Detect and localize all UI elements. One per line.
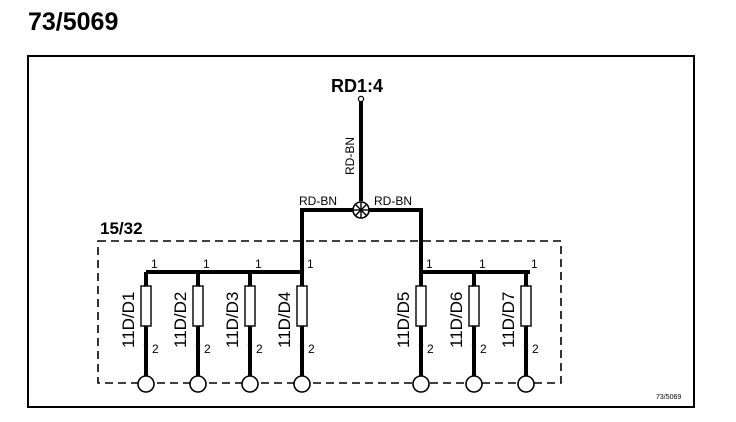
pin-bottom-label-5: 2 bbox=[427, 342, 434, 356]
left-wire-label: RD-BN bbox=[299, 194, 337, 208]
component-dot-7 bbox=[523, 342, 529, 348]
component-body-5 bbox=[415, 285, 427, 327]
terminal-icon-5 bbox=[412, 375, 430, 393]
trunk-wire-label: RD-BN bbox=[343, 137, 357, 175]
component-label-1: 11D/D1 bbox=[119, 292, 138, 348]
component-body-2 bbox=[192, 285, 204, 327]
component-body-1 bbox=[140, 285, 152, 327]
node-terminal bbox=[357, 95, 365, 103]
component-label-6: 11D/D6 bbox=[447, 292, 466, 348]
component-label-4: 11D/D4 bbox=[275, 292, 294, 348]
node-label: RD1:4 bbox=[331, 76, 383, 96]
group-label: 15/32 bbox=[100, 219, 143, 238]
terminal-icon-6 bbox=[465, 375, 483, 393]
pin-top-label-5: 1 bbox=[426, 257, 433, 271]
component-label-5: 11D/D5 bbox=[394, 292, 413, 348]
pin-top-label-7: 1 bbox=[531, 257, 538, 271]
page-title: 73/5069 bbox=[28, 8, 118, 36]
terminal-icon-4 bbox=[293, 375, 311, 393]
component-body-7 bbox=[520, 285, 532, 327]
component-dot-3 bbox=[247, 342, 253, 348]
right-branch-wire bbox=[369, 208, 423, 272]
component-dot-4 bbox=[299, 342, 305, 348]
component-dot-5 bbox=[418, 342, 424, 348]
pin-bottom-label-2: 2 bbox=[204, 342, 211, 356]
component-body-3 bbox=[244, 285, 256, 327]
group-box bbox=[97, 240, 562, 384]
pin-bottom-label-7: 2 bbox=[532, 342, 539, 356]
pin-bottom-label-6: 2 bbox=[480, 342, 487, 356]
reference-label: 73/5069 bbox=[656, 394, 681, 401]
pin-top-label-1: 1 bbox=[151, 257, 158, 271]
terminal-icon-1 bbox=[137, 375, 155, 393]
component-dot-2 bbox=[195, 342, 201, 348]
pin-bottom-label-1: 2 bbox=[152, 342, 159, 356]
pin-top-label-6: 1 bbox=[479, 257, 486, 271]
terminal-icon-3 bbox=[241, 375, 259, 393]
pin-top-label-3: 1 bbox=[255, 257, 262, 271]
component-label-3: 11D/D3 bbox=[223, 292, 242, 348]
component-dot-6 bbox=[471, 342, 477, 348]
component-body-4 bbox=[296, 285, 308, 327]
pin-top-label-2: 1 bbox=[203, 257, 210, 271]
right-wire-label: RD-BN bbox=[374, 194, 412, 208]
terminal-icon-7 bbox=[517, 375, 535, 393]
component-group: 1 2 11D/D1 1 2 11D/D2 1 2 11D/D3 1 2 11D/D4 1 2 11D/D5… bbox=[119, 257, 539, 393]
diagram-frame bbox=[27, 55, 695, 408]
component-label-2: 11D/D2 bbox=[171, 292, 190, 348]
pin-bottom-label-4: 2 bbox=[308, 342, 315, 356]
left-branch-wire bbox=[300, 208, 353, 272]
component-body-6 bbox=[468, 285, 480, 327]
pin-bottom-label-3: 2 bbox=[256, 342, 263, 356]
component-label-7: 11D/D7 bbox=[499, 292, 518, 348]
component-dot-1 bbox=[143, 342, 149, 348]
terminal-icon-2 bbox=[189, 375, 207, 393]
pin-top-label-4: 1 bbox=[307, 257, 314, 271]
